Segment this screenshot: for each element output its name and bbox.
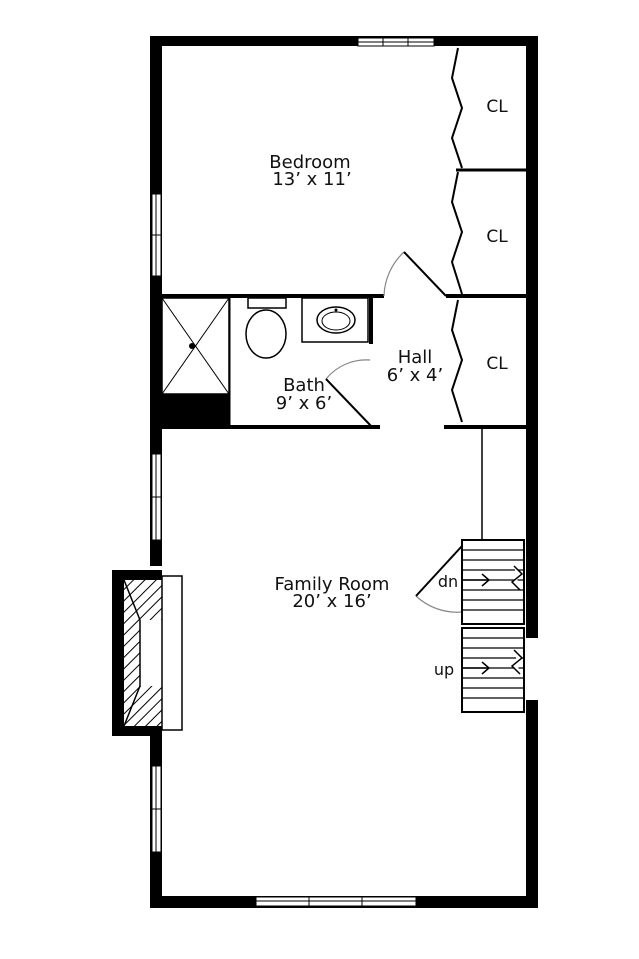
hall-name: Hall xyxy=(398,347,433,368)
family-room-dims: 20’ x 16’ xyxy=(292,591,371,612)
fireplace xyxy=(112,570,183,736)
bath-name: Bath xyxy=(283,375,325,396)
closet-label-1: CL xyxy=(486,97,508,117)
stair-down-label: dn xyxy=(438,572,458,591)
hall-dims: 6’ x 4’ xyxy=(387,365,443,386)
stairs xyxy=(461,539,525,713)
closet-label-3: CL xyxy=(486,354,508,374)
closet-bifold-doors xyxy=(450,47,464,423)
door-bedroom xyxy=(383,251,447,297)
exterior-walls xyxy=(150,36,538,908)
toilet xyxy=(245,297,287,359)
bath-dims: 9’ x 6’ xyxy=(276,393,332,414)
stair-up-label: up xyxy=(434,660,454,679)
bedroom-dims: 13’ x 11’ xyxy=(272,169,351,190)
shower xyxy=(161,297,230,427)
family-room-name: Family Room xyxy=(275,574,390,595)
sink xyxy=(301,297,369,343)
door-stair xyxy=(415,545,463,613)
window-top xyxy=(357,37,435,47)
window-left-family-upper xyxy=(151,453,162,541)
window-bottom xyxy=(255,896,417,907)
door-bath xyxy=(325,359,373,428)
window-left-family-lower xyxy=(151,765,162,853)
bedroom-name: Bedroom xyxy=(269,152,350,173)
closet-label-2: CL xyxy=(486,227,508,247)
window-left-bedroom xyxy=(151,193,162,277)
